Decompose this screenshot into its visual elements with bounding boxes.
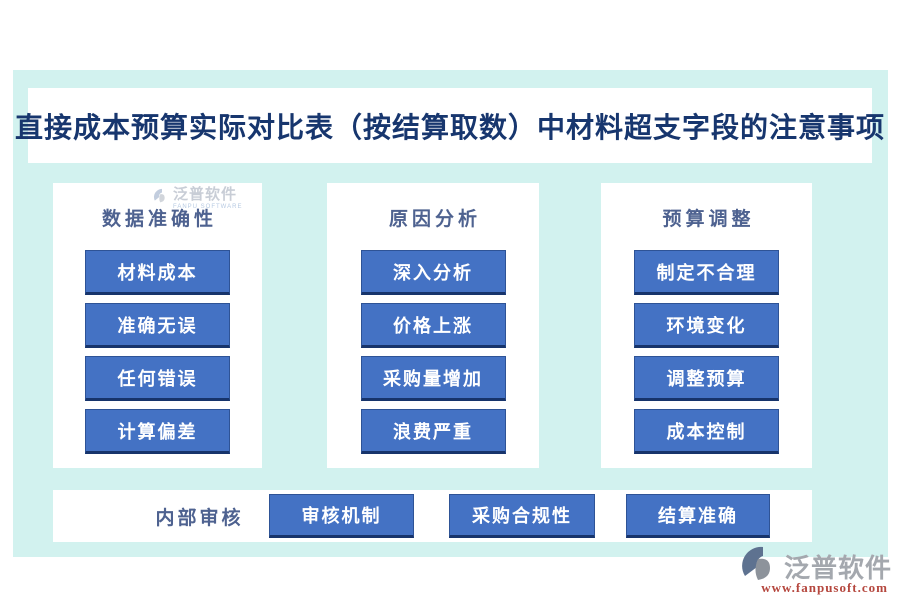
node-material-cost[interactable]: 材料成本 xyxy=(85,250,230,295)
node-cost-control[interactable]: 成本控制 xyxy=(634,409,779,454)
bottom-row-label: 内部审核 xyxy=(155,507,244,529)
node-unreasonable-set[interactable]: 制定不合理 xyxy=(634,250,779,295)
panel-data-accuracy: 泛普软件 FANPU SOFTWARE 数据准确性 材料成本 准确无误 任何错误… xyxy=(53,183,262,468)
node-accurate[interactable]: 准确无误 xyxy=(85,303,230,348)
column-header-budget-adjustment: 预算调整 xyxy=(662,209,755,230)
bottom-band-internal-audit: 内部审核 审核机制 采购合规性 结算准确 xyxy=(53,490,812,542)
logo-text: 泛普软件 xyxy=(784,552,893,583)
fanpu-logo: 泛普软件 www.fanpusoft.com xyxy=(742,546,891,596)
node-procurement-compliance[interactable]: 采购合规性 xyxy=(449,494,595,538)
node-calc-deviation[interactable]: 计算偏差 xyxy=(85,409,230,454)
node-any-error[interactable]: 任何错误 xyxy=(85,356,230,401)
panel-budget-adjustment: 预算调整 制定不合理 环境变化 调整预算 成本控制 xyxy=(601,183,812,468)
panel-cause-analysis: 原因分析 深入分析 价格上涨 采购量增加 浪费严重 xyxy=(327,183,539,468)
node-deep-analysis[interactable]: 深入分析 xyxy=(360,250,506,295)
logo-url: www.fanpusoft.com xyxy=(761,580,888,595)
button-stack: 深入分析 价格上涨 采购量增加 浪费严重 xyxy=(360,250,506,454)
node-env-change[interactable]: 环境变化 xyxy=(634,303,779,348)
watermark-name: 泛普软件 xyxy=(173,186,238,203)
node-price-rise[interactable]: 价格上涨 xyxy=(360,303,506,348)
column-header-data-accuracy: 数据准确性 xyxy=(101,209,217,230)
node-adjust-budget[interactable]: 调整预算 xyxy=(634,356,779,401)
node-serious-waste[interactable]: 浪费严重 xyxy=(360,409,506,454)
fanpu-logo-icon xyxy=(742,546,770,580)
button-stack: 制定不合理 环境变化 调整预算 成本控制 xyxy=(634,250,779,454)
button-stack: 材料成本 准确无误 任何错误 计算偏差 xyxy=(85,250,230,454)
node-settlement-accuracy[interactable]: 结算准确 xyxy=(626,494,770,538)
node-purchase-increase[interactable]: 采购量增加 xyxy=(360,356,506,401)
column-header-cause-analysis: 原因分析 xyxy=(388,209,481,230)
title-bar: 直接成本预算实际对比表（按结算取数）中材料超支字段的注意事项 xyxy=(15,88,884,163)
page-title: 直接成本预算实际对比表（按结算取数）中材料超支字段的注意事项 xyxy=(15,111,886,143)
node-audit-mechanism[interactable]: 审核机制 xyxy=(269,494,414,538)
